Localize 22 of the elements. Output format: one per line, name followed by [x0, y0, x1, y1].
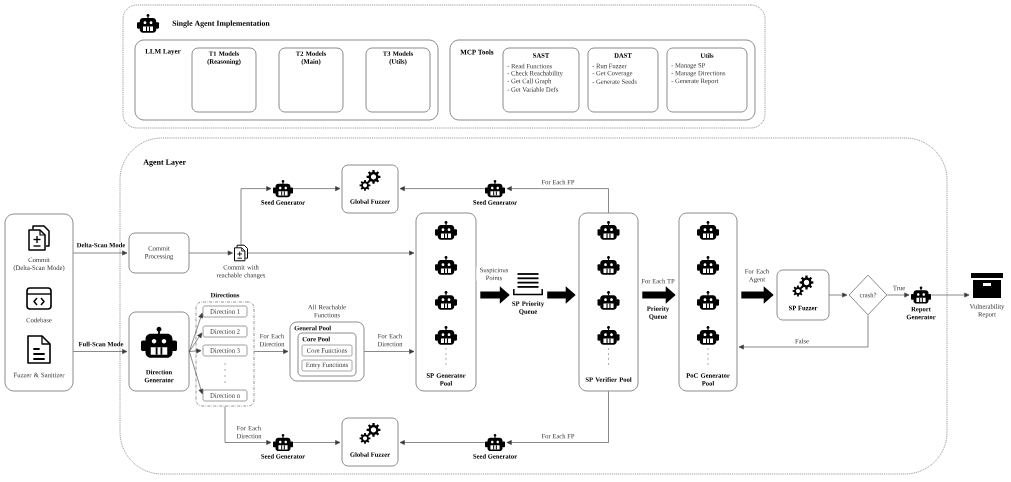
arrow — [189, 351, 204, 395]
arrow — [506, 391, 609, 445]
arrow — [829, 292, 848, 298]
arrow — [189, 332, 203, 352]
arrow — [930, 292, 970, 298]
arrow — [189, 250, 233, 256]
arrow — [240, 186, 272, 246]
arrow — [189, 348, 202, 354]
arrow — [292, 186, 341, 191]
arrow — [399, 186, 486, 191]
arrow — [247, 250, 415, 256]
arrow — [73, 250, 128, 256]
arrow — [73, 349, 128, 354]
arrow — [292, 440, 341, 445]
arrow — [364, 349, 415, 354]
arrow — [224, 405, 272, 445]
arrow — [399, 440, 486, 445]
arrow — [189, 312, 204, 352]
arrow — [506, 186, 609, 213]
arrow — [738, 315, 869, 350]
arrow — [254, 349, 289, 354]
arrow — [887, 292, 910, 298]
